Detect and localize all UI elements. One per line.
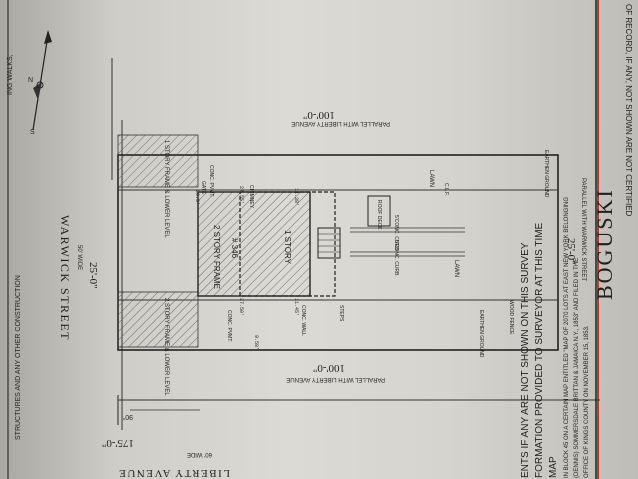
side-dim-4: 11.45' <box>293 298 299 316</box>
wall-label: CONC. WALL <box>300 305 306 336</box>
main-house-number: # 346 <box>230 238 239 259</box>
avenue-name: LIBERTY AVENUE <box>118 467 230 479</box>
curb-label-2: 5'CONC. CURB <box>393 240 399 276</box>
chimney-label: CHIMNEY <box>248 185 254 209</box>
roof-deck-label: ROOF DECK <box>376 200 382 230</box>
street-width: 50' WIDE <box>76 245 82 270</box>
earthen-ground-lower: EARTHEN GROUND <box>478 310 484 358</box>
main-house-type: 2 STORY FRAME <box>212 225 221 289</box>
parallel-label-top: PARALLEL WITH LIBERTY AVENUE <box>291 120 390 126</box>
parallel-label-rear: PARALLEL WITH WARWICK STREET <box>580 178 586 281</box>
lower-extension <box>117 291 199 348</box>
curb-label-1: 5'CONC. CURB <box>393 215 399 251</box>
annex-label: 1 STORY <box>283 230 292 265</box>
map-note-1: IN BLOCK 45 ON A CERTAIN MAP ENTITLED "M… <box>564 197 570 478</box>
side-dim-6: 9.58' <box>253 335 259 350</box>
lawn-label-upper: LAWN <box>428 170 434 187</box>
upper-extension-label: 1 STORY FRAME & LOWER LEVEL <box>163 140 169 238</box>
earthen-ground-upper: EARTHEN GROUND <box>543 150 549 198</box>
avenue-distance: 175'-0" <box>102 437 134 449</box>
side-dim-1: 20.5' <box>194 190 200 205</box>
conc-pvmt-lower: CONC. PVMT. <box>226 310 232 342</box>
top-note: OF RECORD, IF ANY, NOT SHOWN ARE NOT CER… <box>624 4 633 217</box>
street-name: WARWICK STREET <box>58 215 72 341</box>
lot-boundary <box>117 154 559 351</box>
parallel-label-bottom: PARALLEL WITH LIBERTY AVENUE <box>286 376 385 382</box>
left-note-1: STRUCTURES AND ANY OTHER CONSTRUCTION <box>15 275 22 440</box>
north-label-s: S <box>30 129 35 136</box>
street-frontage: 25'-0" <box>87 262 99 289</box>
rear-width: 25'-0" <box>565 238 577 265</box>
roof-deck <box>367 195 391 227</box>
left-note-2: ING WALKS, <box>7 54 14 95</box>
steps-label: STEPS <box>338 305 344 322</box>
rear-steps <box>317 227 341 259</box>
lot-depth-top: 100'-0" <box>303 109 335 121</box>
north-arrow-icon: N S <box>28 30 52 136</box>
lot-depth-bottom: 100'-0" <box>313 362 345 374</box>
side-dim-5: 27.50' <box>238 298 244 316</box>
gate-label: GATE <box>200 181 206 195</box>
avenue-width: 60' WIDE <box>187 451 212 457</box>
bottom-note-2: FORMATION PROVIDED TO SURVEYOR AT THIS T… <box>534 222 545 478</box>
bottom-note-1: ENTS IF ANY ARE NOT SHOWN ON THIS SURVEY <box>520 242 531 478</box>
avenue-angle: 90° <box>122 413 133 421</box>
one-story-annex <box>239 191 336 297</box>
side-dim-2: 27.55' <box>238 186 244 204</box>
map-note-3: OFFICE OF KINGS COUNTY ON NOVEMBER 15, 1… <box>584 325 590 478</box>
bottom-note-3: MAP <box>548 456 559 478</box>
lawn-label-middle: LAWN <box>453 260 459 277</box>
main-house <box>197 191 311 297</box>
lower-extension-label: 2 STORY FRAME & LOWER LEVEL <box>163 298 169 396</box>
company-name: BOGUSKI <box>592 188 617 300</box>
side-dim-3: 11.38' <box>293 188 299 206</box>
wood-fence-label: WOOD FENCE <box>508 300 514 335</box>
clf-label: C.L.F. <box>443 183 449 196</box>
conc-pvmt-upper: CONC. PVMT. <box>208 165 214 197</box>
north-label-n: N <box>28 77 33 84</box>
map-note-2: (DENNIS) SOMMERSDALE BRITTAN & JAMAICA N… <box>574 258 580 478</box>
upper-extension <box>117 134 199 188</box>
